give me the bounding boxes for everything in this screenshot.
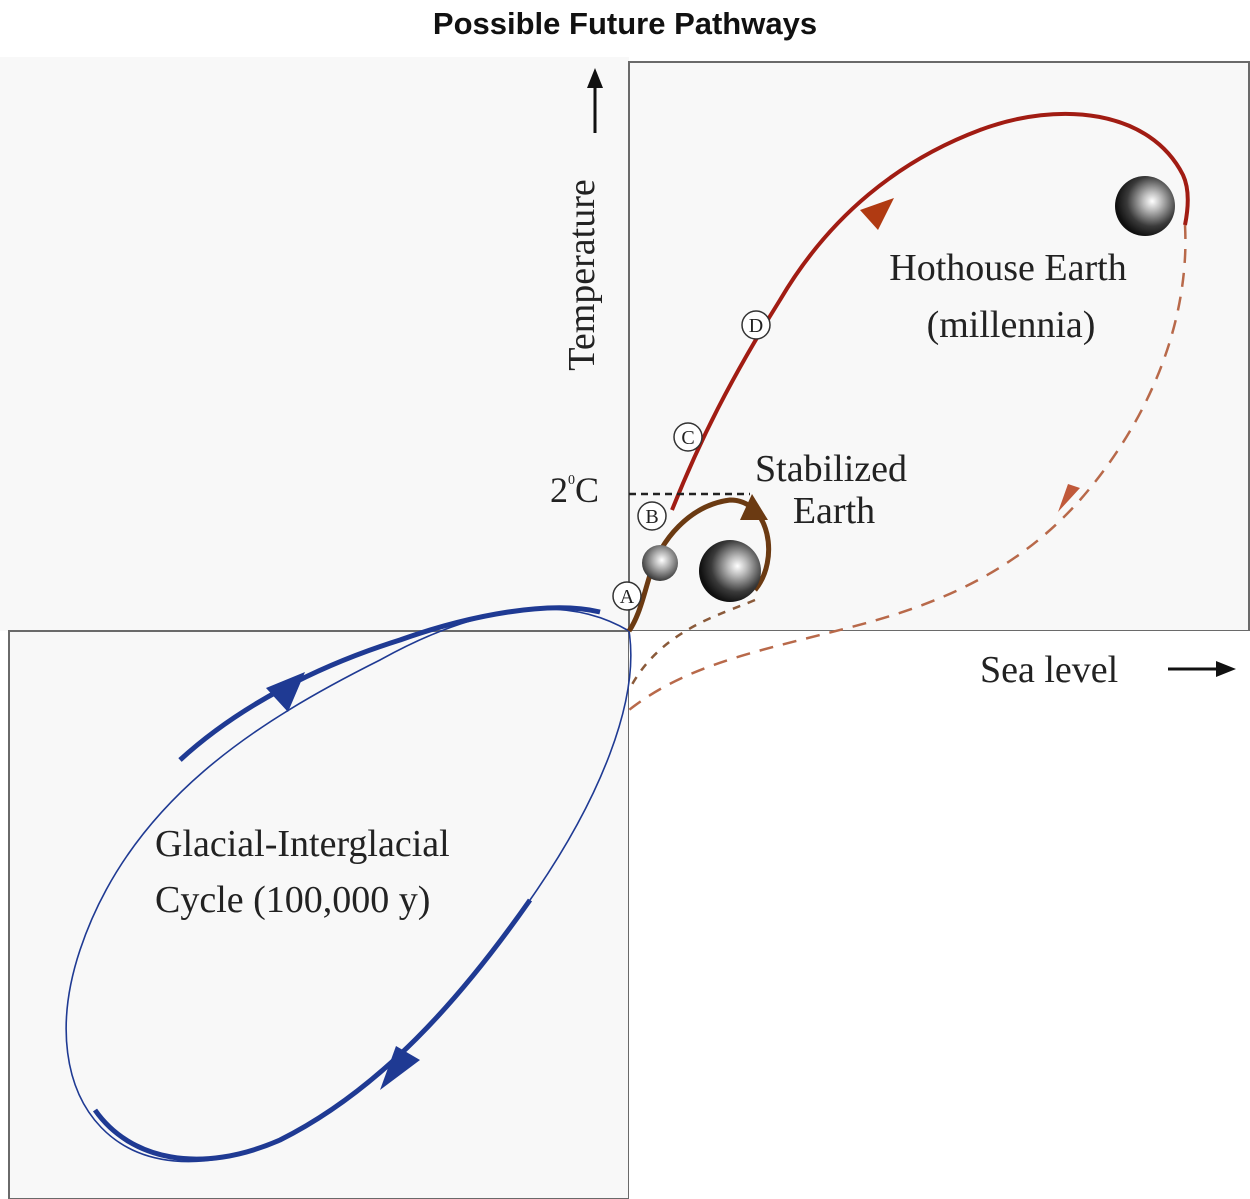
- point-marker-a: A: [612, 581, 642, 611]
- glacial-loop-thick-upper: [178, 605, 601, 762]
- lower-left-panel: [8, 630, 630, 1199]
- glacial-label-line2: Cycle (100,000 y): [155, 879, 430, 921]
- sea-level-axis-label: Sea level: [980, 649, 1118, 691]
- return-path-dashed-outer: [628, 224, 1187, 711]
- glacial-label-line1: Glacial-Interglacial: [155, 823, 450, 865]
- upper-right-panel: [628, 61, 1250, 632]
- glacial-arrow-up: [266, 672, 305, 712]
- stabilized-label-line2: Earth: [793, 490, 875, 532]
- hothouse-sphere: [1115, 176, 1175, 236]
- stabilized-sphere: [699, 540, 761, 602]
- svg-text:C: C: [681, 427, 694, 449]
- glacial-arrow-down: [380, 1046, 420, 1090]
- hothouse-label-line2: (millennia): [927, 304, 1096, 346]
- stabilized-path: [626, 497, 772, 633]
- sea-level-arrow-head: [1216, 661, 1236, 677]
- return-path-dashed-inner: [627, 598, 756, 691]
- glacial-loop-thin: [65, 608, 632, 1163]
- point-marker-b: B: [637, 501, 667, 531]
- temperature-axis-label: Temperature: [561, 179, 603, 370]
- stabilized-label-line1: Stabilized: [755, 448, 907, 490]
- hothouse-arrow: [860, 198, 894, 230]
- point-marker-d: D: [741, 310, 771, 340]
- glacial-loop-thick-lower: [92, 898, 533, 1162]
- svg-text:D: D: [749, 315, 763, 337]
- point-marker-c: C: [673, 422, 703, 452]
- hothouse-label-line1: Hothouse Earth: [889, 247, 1126, 289]
- stabilized-arrow: [740, 494, 768, 520]
- threshold-label: 20C: [550, 470, 599, 510]
- return-arrow: [1058, 484, 1080, 512]
- temperature-arrow-head: [587, 68, 603, 88]
- current-state-sphere: [642, 545, 678, 581]
- page-title: Possible Future Pathways: [432, 6, 818, 41]
- svg-text:A: A: [620, 586, 635, 608]
- hothouse-path: [670, 111, 1190, 511]
- lower-right-panel: [629, 631, 1250, 1199]
- svg-text:B: B: [645, 506, 658, 528]
- upper-left-panel: [0, 57, 629, 631]
